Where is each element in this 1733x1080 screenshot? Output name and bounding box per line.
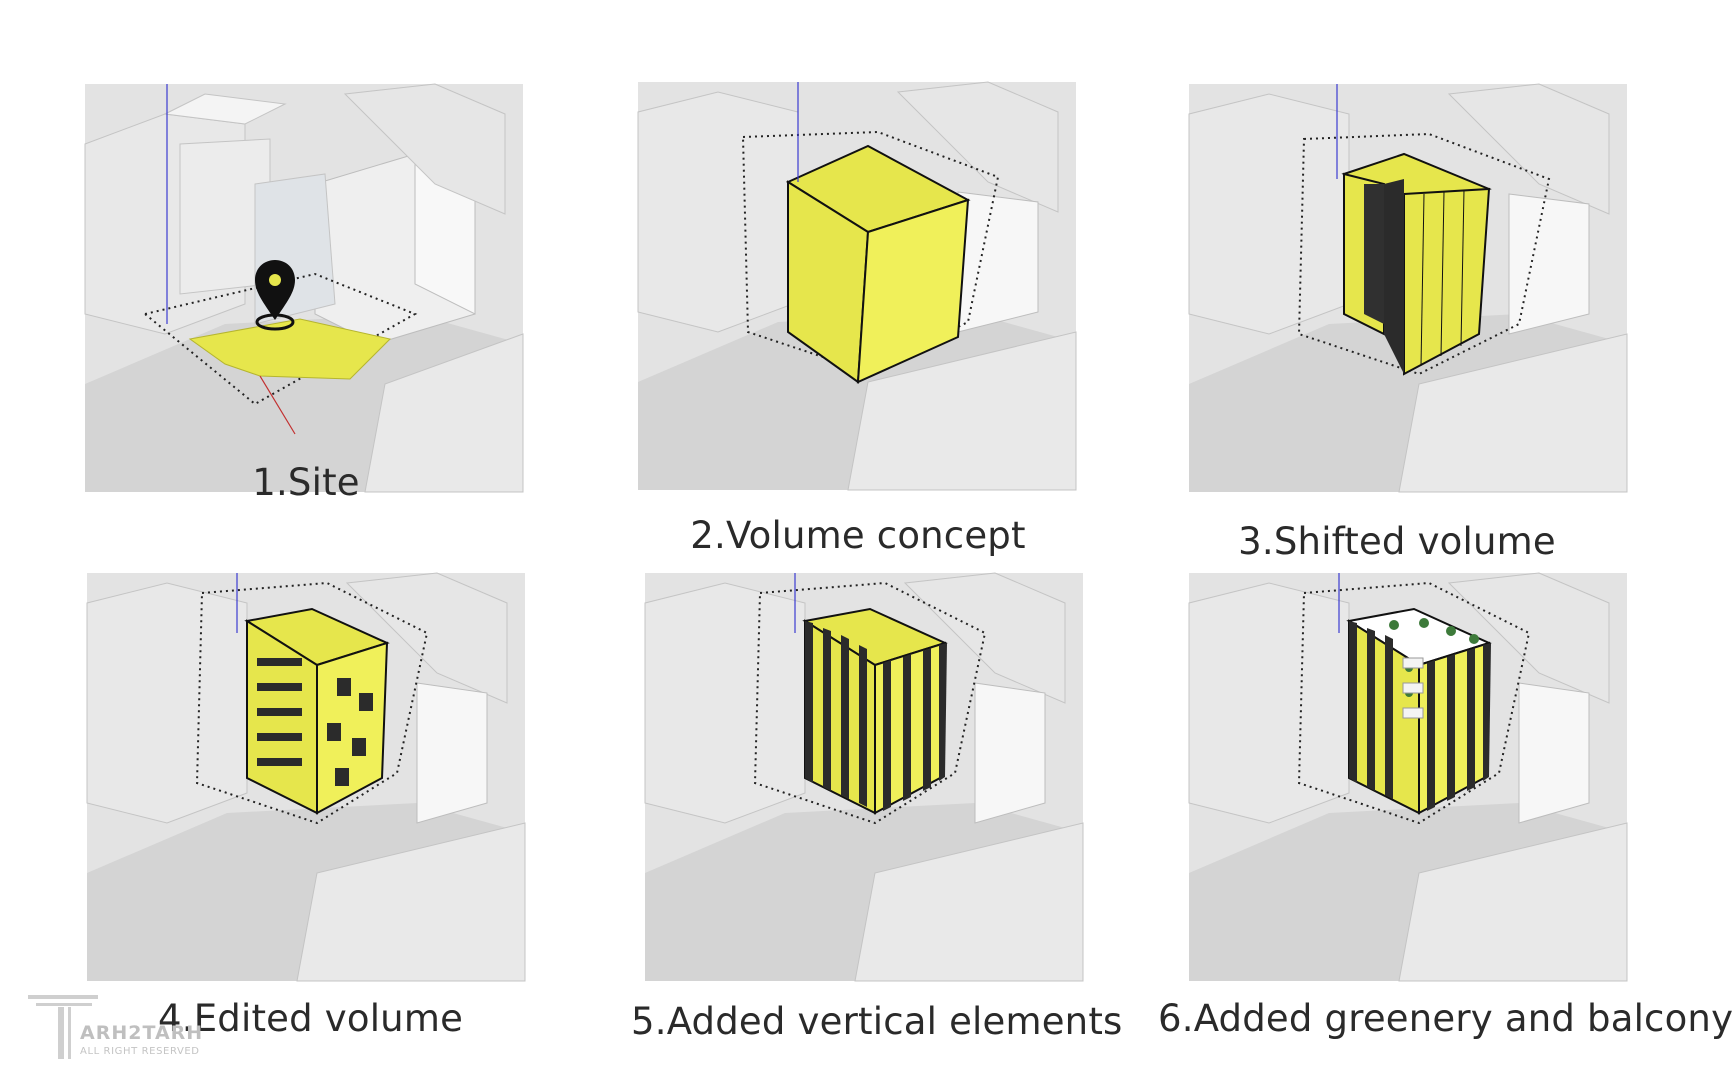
watermark-brand: ARH2TARH <box>80 1022 204 1044</box>
caption-step-1: 1.Site <box>252 461 360 504</box>
caption-step-2: 2.Volume concept <box>690 514 1026 557</box>
caption-step-6: 6.Added greenery and balcony <box>1158 997 1733 1040</box>
location-pin-icon <box>255 260 295 331</box>
greenery-balcony-diagram <box>1188 572 1628 982</box>
caption-step-4: 4.Edited volume <box>158 997 464 1040</box>
vertical-elements-diagram <box>644 572 1084 982</box>
panel-edited-volume <box>86 572 526 982</box>
panel-site <box>84 83 524 493</box>
site-diagram <box>84 83 524 493</box>
panel-vertical-elements <box>644 572 1084 982</box>
panel-volume-concept <box>637 81 1077 491</box>
edited-volume-diagram <box>86 572 526 982</box>
watermark-logo-icon <box>28 995 98 1059</box>
watermark-subtitle: ALL RIGHT RESERVED <box>80 1046 200 1057</box>
caption-step-5: 5.Added vertical elements <box>631 1000 1123 1043</box>
panel-greenery-balcony <box>1188 572 1628 982</box>
panel-shifted-volume <box>1188 83 1628 493</box>
caption-step-3: 3.Shifted volume <box>1238 520 1556 563</box>
volume-concept-diagram <box>637 81 1077 491</box>
shifted-volume-diagram <box>1188 83 1628 493</box>
